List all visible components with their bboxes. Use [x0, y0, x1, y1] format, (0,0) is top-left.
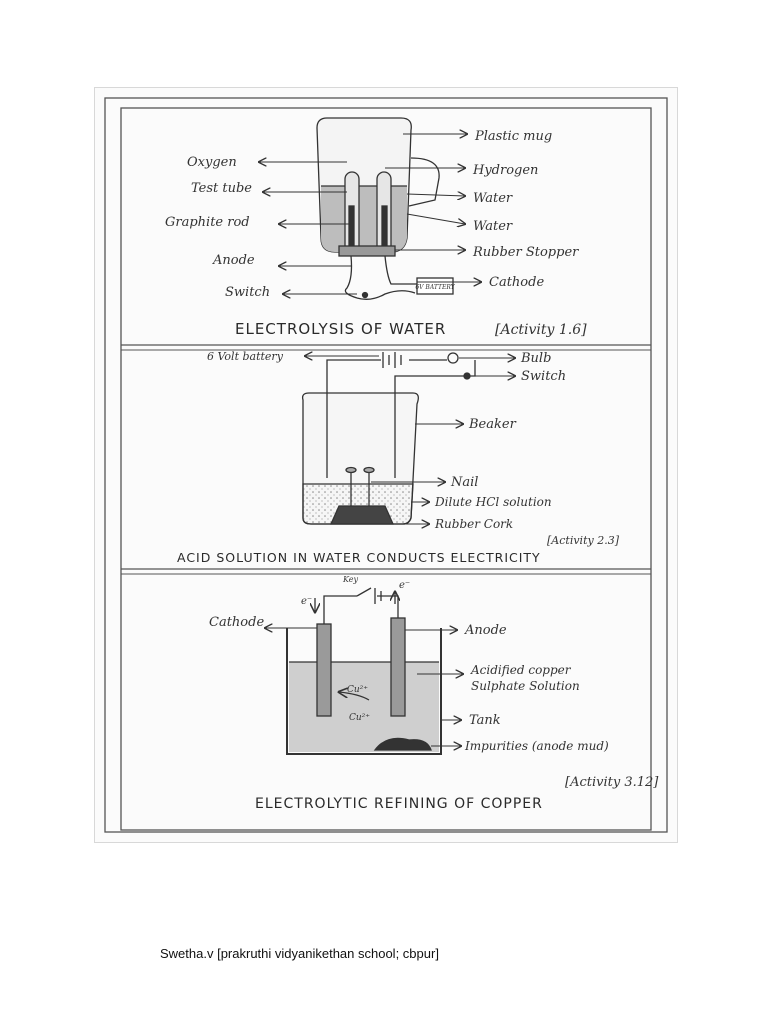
label-test-tube: Test tube — [191, 181, 252, 196]
circuit-wire-bulb — [469, 360, 476, 377]
label-tank: Tank — [469, 713, 501, 728]
rubber-stopper — [338, 245, 396, 257]
tank — [286, 628, 442, 755]
label-bulb: Bulb — [520, 351, 551, 366]
label-anode: Anode — [212, 253, 255, 268]
page-caption: Swetha.v [prakruthi vidyanikethan school… — [160, 946, 439, 961]
rubber-cork — [329, 505, 395, 525]
label-cathode: Cathode — [489, 275, 544, 290]
label-graphite-rod: Graphite rod — [165, 215, 250, 230]
label-acidified-copper: Acidified copper — [470, 663, 572, 677]
outer-frame — [104, 97, 668, 833]
label-key: Key — [342, 575, 358, 584]
label-anode-3: Anode — [464, 623, 507, 638]
panel-electrolysis-of-water — [316, 117, 454, 300]
copper-sulphate-solution — [289, 662, 439, 752]
ion-arrow — [339, 692, 370, 701]
label-hydrogen: Hydrogen — [472, 163, 538, 178]
label-nail: Nail — [450, 475, 478, 490]
label-rubber-stopper: Rubber Stopper — [472, 245, 579, 260]
label-cu-ion-2: Cu²⁺ — [349, 713, 370, 723]
label-switch: Switch — [225, 285, 270, 300]
label-rubber-cork: Rubber Cork — [434, 517, 513, 531]
label-impurities: Impurities (anode mud) — [464, 739, 609, 753]
label-water-1: Water — [473, 191, 513, 206]
panel3-leaders — [265, 628, 463, 746]
label-cathode-3: Cathode — [209, 615, 264, 630]
water-in-mug — [321, 186, 407, 252]
circuit-wire-cathode — [323, 595, 357, 624]
panel3-title: ELECTROLYTIC REFINING OF COPPER — [255, 796, 543, 812]
circuit-wire-right — [394, 375, 465, 478]
label-electron-right: e⁻ — [399, 580, 410, 591]
battery-symbol-3 — [374, 588, 382, 604]
label-beaker: Beaker — [468, 417, 517, 432]
nail-head-2 — [363, 466, 375, 474]
switch-wire — [356, 290, 416, 300]
label-6-volt-battery: 6 Volt battery — [207, 350, 284, 363]
key-switch — [356, 587, 372, 597]
label-water-2: Water — [473, 219, 513, 234]
switch-symbol — [361, 291, 369, 299]
inner-frame — [120, 107, 652, 831]
panel3-activity: [Activity 3.12] — [565, 775, 659, 790]
cathode-wire — [384, 255, 417, 285]
graphite-rod-anode — [348, 205, 355, 247]
panel2-leaders — [305, 356, 515, 524]
anode-mud — [373, 737, 432, 751]
nail-head-1 — [345, 466, 357, 474]
label-electron-left: e⁻ — [301, 596, 312, 607]
battery-symbol — [382, 352, 402, 368]
circuit-wire-left — [326, 359, 381, 478]
panel-electrolytic-refining — [286, 587, 442, 755]
panel-acid-solution — [301, 352, 476, 525]
anode-plate — [390, 617, 406, 717]
label-oxygen: Oxygen — [187, 155, 237, 170]
label-cu-ion-1: Cu²⁺ — [347, 685, 368, 695]
diagram-canvas: 6V BATTERY Plastic mug Hydrogen Water Wa… — [104, 97, 668, 833]
bulb-symbol — [447, 352, 459, 364]
switch-symbol-2 — [463, 372, 471, 380]
drawing-sheet: 6V BATTERY Plastic mug Hydrogen Water Wa… — [95, 88, 677, 842]
panel1-leaders — [259, 134, 481, 294]
label-dilute-hcl: Dilute HCl solution — [434, 495, 552, 509]
label-plastic-mug: Plastic mug — [474, 129, 552, 144]
panel2-activity: [Activity 2.3] — [547, 534, 620, 547]
label-sulphate-solution: Sulphate Solution — [471, 679, 580, 693]
battery-label: 6V BATTERY — [415, 284, 455, 291]
panel1-activity: [Activity 1.6] — [495, 322, 587, 338]
panel1-title: ELECTROLYSIS OF WATER — [235, 320, 446, 338]
label-switch-2: Switch — [521, 369, 566, 384]
anode-wire — [344, 255, 358, 299]
mug-handle — [408, 157, 440, 207]
panel2-title: ACID SOLUTION IN WATER CONDUCTS ELECTRIC… — [177, 550, 541, 565]
graphite-rod-cathode — [381, 205, 388, 247]
cathode-plate — [316, 623, 332, 717]
